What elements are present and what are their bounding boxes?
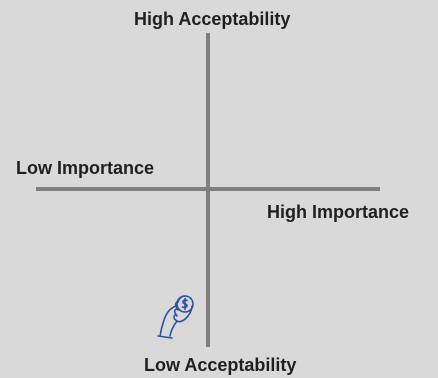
low-importance-label: Low Importance — [16, 158, 155, 178]
high-importance-label: High Importance — [267, 202, 410, 222]
high-acceptability-label: High Acceptability — [134, 9, 291, 29]
importance-axis — [36, 187, 380, 191]
hand-holding-coin-icon — [157, 295, 194, 339]
low-acceptability-label: Low Acceptability — [144, 355, 297, 375]
